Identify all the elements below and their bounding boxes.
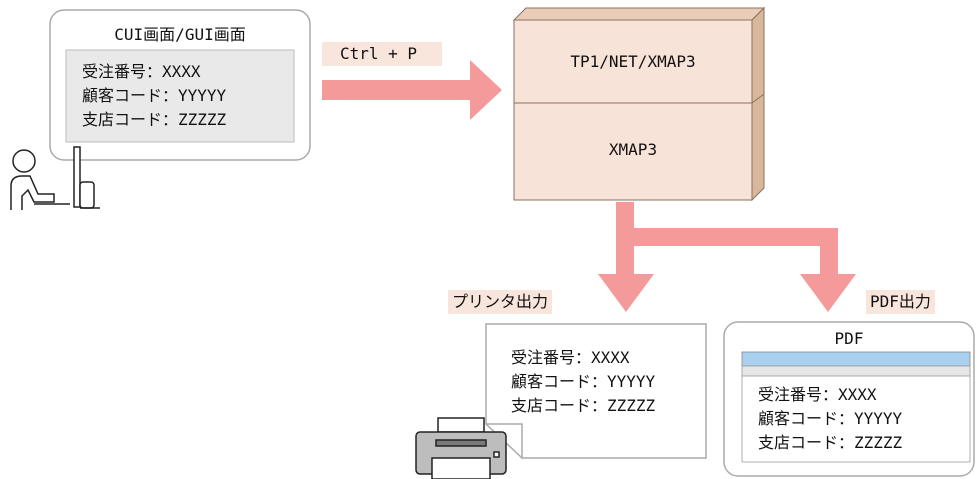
- pdf-window-title: PDF: [834, 329, 864, 348]
- system-box-top-face: [512, 7, 766, 21]
- screen-window-field-panel: [65, 49, 295, 143]
- user-at-computer-icon: [10, 146, 100, 210]
- screen-field-customer-code: 顧客コード：YYYYY: [82, 86, 227, 105]
- screen-field-order-number: 受注番号：XXXX: [82, 62, 201, 81]
- pdf-titlebar: [741, 351, 971, 367]
- arrow-to-outputs: [598, 202, 856, 312]
- shortcut-label: Ctrl + P: [322, 42, 442, 66]
- printer-output-label: プリンタ出力: [448, 290, 553, 314]
- printer-field-customer-code: 顧客コード：YYYYY: [511, 372, 656, 391]
- system-box-lower: [513, 102, 753, 201]
- system-box-lower-label: XMAP3: [608, 140, 658, 159]
- pdf-field-customer-code: 顧客コード：YYYYY: [758, 409, 903, 428]
- printer-document-frame: [485, 323, 707, 459]
- printer-field-order-number: 受注番号：XXXX: [511, 348, 630, 367]
- screen-field-branch-code: 支店コード：ZZZZZ: [82, 110, 227, 129]
- system-box-upper-label: TP1/NET/XMAP3: [570, 52, 696, 71]
- arrow-to-xmap3: [322, 60, 502, 120]
- printer-icon: [415, 417, 507, 479]
- pdf-field-order-number: 受注番号：XXXX: [758, 385, 877, 404]
- screen-window-title: CUI画面/GUI画面: [114, 25, 246, 44]
- system-box-side-face: [751, 6, 765, 202]
- pdf-toolbar: [741, 365, 971, 377]
- pdf-field-branch-code: 支店コード：ZZZZZ: [758, 433, 903, 452]
- system-box-upper: [513, 19, 753, 104]
- printer-field-branch-code: 支店コード：ZZZZZ: [511, 396, 656, 415]
- pdf-output-label: PDF出力: [866, 290, 935, 314]
